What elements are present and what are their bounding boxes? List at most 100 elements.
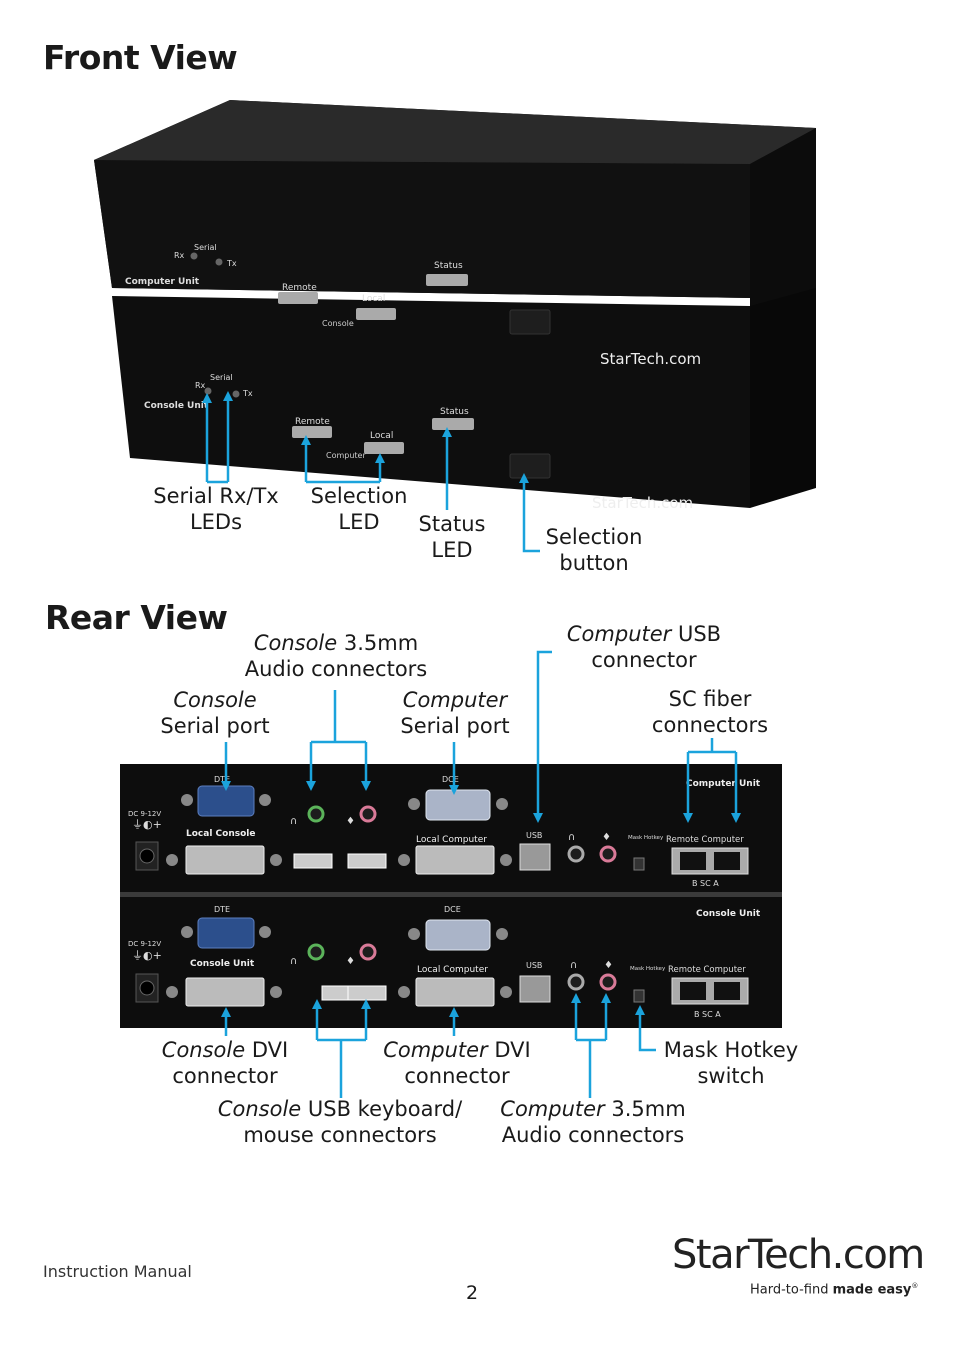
top-status-label: Status [434, 261, 463, 271]
svg-text:∩: ∩ [290, 956, 297, 967]
top-computer-serial-port [425, 789, 491, 821]
callout-console-audio-line2: Audio connectors [244, 657, 428, 681]
callout-console-dvi: Console DVI connector [150, 1037, 300, 1089]
bottom-selection-button [509, 453, 551, 479]
callout-sc-fiber: SC fiber connectors [640, 686, 780, 738]
top-computer-dvi-port [415, 845, 495, 875]
top-mask-switch [633, 857, 645, 871]
top-mask-hotkey-label: Mask Hotkey [628, 835, 664, 841]
rear-device-image: DC 9-12V ⏚◐+ DTE Local Console ∩ ♦ DCE L… [120, 764, 782, 1028]
bottom-status-led [432, 418, 474, 430]
callout-console-audio-italic: Console [253, 631, 338, 655]
footer-manual-label: Instruction Manual [43, 1262, 192, 1281]
callout-computer-audio-rest: 3.5mm [604, 1097, 686, 1121]
top-tx-label: Tx [226, 259, 237, 268]
bottom-usb-label: USB [526, 961, 542, 970]
callout-computer-dvi-line2: connector [404, 1064, 510, 1088]
callout-selection-led-line1: Selection [310, 484, 408, 508]
bottom-local-computer-label: Local Computer [417, 965, 488, 975]
top-selection-button [509, 309, 551, 335]
top-usb-b-port [519, 843, 551, 871]
bottom-usb-a-2 [347, 985, 387, 1001]
bottom-bsca-label: B SC A [694, 1010, 721, 1019]
callout-console-serial: Console Serial port [150, 687, 280, 739]
callout-sc-fiber-line1: SC fiber [668, 687, 752, 711]
callout-console-usb-line2: mouse connectors [243, 1123, 437, 1147]
callout-computer-audio-line2: Audio connectors [501, 1123, 685, 1147]
callout-status-led-line1: Status [418, 512, 486, 536]
top-console-label: Console [322, 319, 354, 328]
callout-mask-hotkey: Mask Hotkey switch [656, 1037, 806, 1089]
top-local-label: Local [362, 294, 385, 304]
bottom-dce-label: DCE [444, 905, 461, 914]
bottom-rx-label: Rx [195, 381, 206, 390]
bottom-mask-switch [633, 989, 645, 1003]
callout-selection-led-line2: LED [338, 510, 380, 534]
logo-word: StarTech.com [672, 1232, 925, 1278]
svg-text:♦: ♦ [346, 956, 355, 967]
bottom-computer-serial-port [425, 919, 491, 951]
top-usb-a-1 [293, 853, 333, 869]
callout-console-serial-line2: Serial port [160, 714, 270, 738]
bottom-remote-computer-label: Remote Computer [668, 965, 746, 975]
bottom-local-label: Local [370, 431, 393, 441]
top-console-serial-port [197, 785, 255, 817]
logo-tagline: Hard-to-find made easy® [750, 1282, 918, 1297]
svg-text:♦: ♦ [346, 816, 355, 827]
svg-text:♦: ♦ [604, 960, 613, 971]
callout-sc-fiber-line2: connectors [651, 713, 769, 737]
tagline-light: Hard-to-find [750, 1282, 833, 1298]
callout-computer-usb-italic: Computer [566, 622, 672, 646]
bottom-rx-led [204, 387, 212, 395]
top-tx-led [215, 258, 223, 266]
bottom-tx-label: Tx [242, 389, 253, 398]
top-dc-label: DC 9-12V [128, 810, 161, 818]
callout-computer-serial-line2: Serial port [400, 714, 510, 738]
top-dvi-port [185, 845, 265, 875]
svg-text:♦: ♦ [602, 832, 611, 843]
top-remote-label: Remote [282, 283, 317, 293]
tagline-bold: made easy [832, 1282, 912, 1298]
bottom-usb-b-port [519, 975, 551, 1003]
callout-serial-leds-line2: LEDs [189, 510, 243, 534]
svg-text:⏚◐+: ⏚◐+ [132, 949, 162, 962]
callout-selection-button: Selection button [538, 524, 650, 576]
callout-console-serial-italic: Console [173, 688, 257, 712]
bottom-computer-label: Computer [326, 451, 366, 460]
top-rx-led [190, 252, 198, 260]
callout-selection-button-line1: Selection [545, 525, 643, 549]
top-brand: StarTech.com [600, 350, 701, 368]
top-remote-computer-label: Remote Computer [666, 835, 744, 845]
callout-computer-dvi: Computer DVI connector [372, 1037, 542, 1089]
top-rx-label: Rx [174, 251, 185, 260]
callout-computer-usb: Computer USB connector [560, 621, 728, 673]
top-dte-label: DTE [214, 775, 230, 784]
rear-bottom-panel: DC 9-12V ⏚◐+ DTE Console Unit ∩ ♦ DCE Lo… [128, 905, 761, 1019]
callout-computer-audio: Computer 3.5mm Audio connectors [490, 1096, 696, 1148]
rear-view-title: Rear View [45, 598, 228, 637]
bottom-unit-label: Console Unit [144, 401, 209, 411]
callout-status-led-line2: LED [431, 538, 473, 562]
bottom-tx-led [232, 390, 240, 398]
callout-console-usb: Console USB keyboard/ mouse connectors [212, 1096, 468, 1148]
front-view-title: Front View [43, 38, 238, 77]
callout-console-dvi-italic: Console [161, 1038, 246, 1062]
callout-status-led: Status LED [407, 511, 497, 563]
page-number: 2 [466, 1282, 479, 1304]
callout-serial-leds: Serial Rx/Tx LEDs [148, 483, 284, 535]
bottom-remote-led [292, 426, 332, 438]
callout-selection-led: Selection LED [302, 483, 416, 535]
callout-computer-usb-rest: USB [671, 622, 722, 646]
bottom-brand: StarTech.com [592, 494, 693, 512]
top-serial-label: Serial [194, 243, 217, 252]
bottom-dte-label: DTE [214, 905, 230, 914]
callout-computer-dvi-rest: DVI [487, 1038, 531, 1062]
callout-mask-hotkey-line2: switch [697, 1064, 765, 1088]
top-usb-label: USB [526, 831, 542, 840]
callout-computer-serial-italic: Computer [402, 688, 508, 712]
top-computer-unit-label: Computer Unit [686, 779, 761, 789]
bottom-console-unit-title: Console Unit [696, 909, 761, 919]
front-device-image: Serial Rx Tx Computer Unit Remote Local … [94, 100, 816, 512]
bottom-console-unit-label: Console Unit [190, 959, 255, 969]
callout-computer-usb-line2: connector [591, 648, 697, 672]
